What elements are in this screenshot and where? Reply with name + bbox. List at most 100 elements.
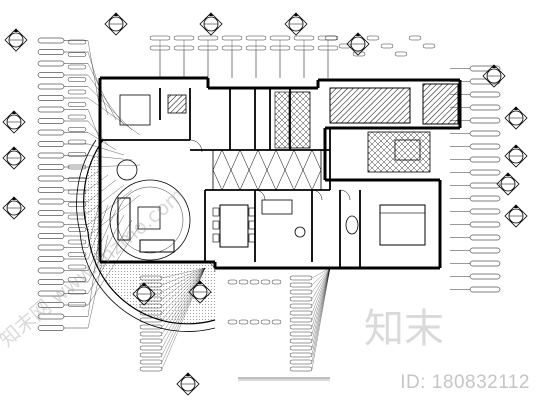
callout-label	[37, 210, 65, 216]
callout-label	[139, 352, 163, 358]
elevation-marker-diamond	[188, 280, 212, 304]
corridor-tile	[266, 149, 286, 191]
leader-line	[311, 267, 331, 300]
tile-panel-2	[274, 91, 290, 149]
leader-line	[87, 132, 117, 151]
callout-label	[139, 338, 163, 344]
callout-label	[289, 366, 313, 372]
callout-label	[139, 345, 163, 351]
callout-label	[289, 310, 313, 316]
toilet	[345, 215, 359, 235]
callout-label	[173, 35, 195, 41]
callout-label	[469, 208, 501, 215]
callout-label	[469, 234, 501, 241]
callout-label-small	[67, 127, 87, 132]
tile-panel	[289, 91, 311, 149]
leader-line	[87, 184, 125, 214]
leader-line	[87, 174, 109, 191]
bed-pillow	[379, 204, 426, 214]
callout-label	[469, 104, 501, 111]
callout-label	[289, 352, 313, 358]
callout-label	[289, 275, 313, 281]
callout-label-small	[67, 202, 87, 207]
callout-label	[37, 244, 65, 251]
elevation-marker-arrow	[186, 373, 190, 376]
elevation-marker-arrow	[294, 13, 298, 16]
callout-label	[271, 279, 282, 285]
elevation-marker-arrow	[506, 173, 510, 176]
leader-line	[87, 109, 101, 141]
leader-line	[87, 199, 101, 248]
watermark-id: ID: 180832112	[400, 372, 530, 393]
callout-label	[37, 72, 65, 78]
chair	[212, 207, 220, 217]
callout-label-small	[67, 89, 87, 95]
round-table	[116, 159, 138, 181]
callout-label	[289, 317, 313, 323]
leader-line	[161, 267, 206, 286]
callout-label-small	[67, 39, 87, 45]
callout-label	[352, 51, 366, 57]
elevation-marker-arrow	[12, 197, 16, 200]
leader-line	[311, 267, 331, 279]
callout-label-small	[67, 102, 87, 107]
elevation-marker-arrow	[514, 205, 518, 208]
callout-label	[317, 35, 339, 41]
callout-label	[289, 289, 313, 295]
callout-label	[37, 49, 65, 55]
callout-label	[380, 43, 394, 49]
shower	[394, 139, 421, 161]
callout-label-small	[67, 152, 87, 157]
leader-line	[87, 229, 101, 317]
elevation-marker-diamond	[4, 28, 28, 52]
callout-label	[366, 35, 380, 41]
callout-label	[149, 35, 171, 41]
leader-line	[87, 143, 125, 156]
corridor-tile	[212, 149, 232, 191]
elevation-marker-diamond	[346, 32, 370, 56]
leader-line	[311, 267, 331, 321]
callout-label	[408, 35, 422, 41]
living-rug-inner	[116, 186, 184, 254]
leader-line	[87, 209, 117, 271]
callout-label-small	[67, 77, 87, 82]
callout-label-small	[67, 239, 87, 245]
callout-label-small	[67, 302, 87, 307]
leader-line	[87, 179, 117, 202]
elevation-marker-diamond	[482, 64, 506, 88]
callout-label	[289, 282, 313, 288]
callout-label	[249, 319, 260, 325]
study-desk	[119, 94, 151, 126]
elevation-marker-diamond	[504, 144, 528, 168]
corridor-tile	[248, 149, 268, 191]
callout-label	[37, 129, 65, 136]
elevation-marker-diamond	[2, 110, 26, 134]
callout-label	[469, 195, 501, 202]
living-rug	[109, 179, 191, 261]
elevation-marker-arrow	[142, 283, 146, 286]
leader-line	[87, 234, 109, 329]
sofa-2	[139, 239, 175, 253]
sofa	[117, 197, 131, 241]
callout-label	[289, 359, 313, 365]
callout-label	[469, 286, 501, 293]
callout-label	[227, 279, 238, 285]
callout-label	[469, 247, 501, 254]
leader-line	[161, 267, 206, 335]
chair	[212, 233, 220, 243]
callout-label	[221, 35, 243, 41]
callout-label	[293, 35, 315, 41]
elevation-marker-diamond	[504, 106, 528, 130]
elevation-marker-arrow	[209, 13, 213, 16]
callout-label	[245, 35, 267, 41]
leader-line	[311, 267, 331, 370]
callout-label	[197, 35, 219, 41]
callout-label	[37, 141, 65, 147]
callout-label	[260, 319, 271, 325]
callout-label-small	[67, 189, 87, 195]
elevation-marker-arrow	[492, 65, 496, 68]
elevation-marker-arrow	[12, 147, 16, 150]
elevation-marker-diamond	[176, 372, 200, 396]
